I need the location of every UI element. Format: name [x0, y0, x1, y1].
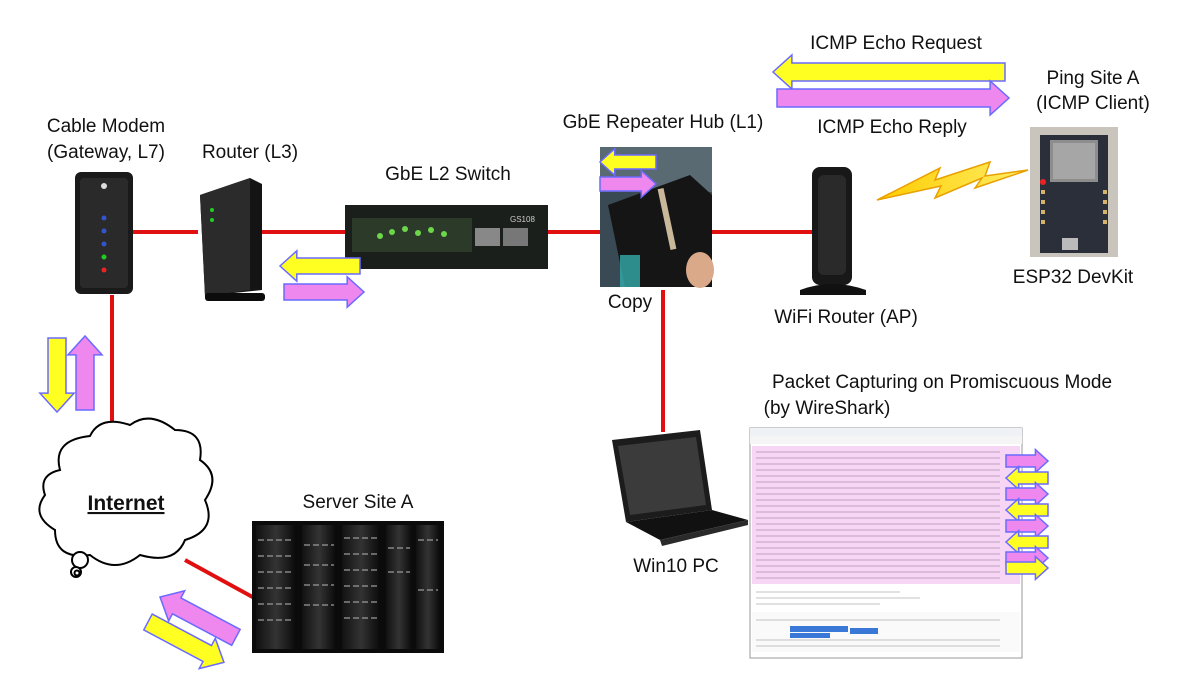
server-label: Server Site A [303, 492, 414, 513]
capture-label-line2: (by WireShark) [764, 398, 891, 419]
hub-label: GbE Repeater Hub (L1) [563, 112, 764, 133]
switch-label: GbE L2 Switch [385, 164, 511, 185]
modem-reply-arrow [66, 334, 104, 411]
link-internet-server [184, 558, 259, 602]
switch-photo: GS108 [345, 205, 548, 269]
echo-reply-label: ICMP Echo Reply [817, 117, 967, 138]
hub-reply-arrow [599, 169, 658, 199]
server-reply-arrow [159, 589, 242, 647]
server-rack-photo [252, 521, 444, 653]
switch-request-arrow [278, 249, 361, 283]
wireshark-window [749, 427, 1023, 659]
ping-site-label-line1: Ping Site A [1047, 68, 1140, 89]
switch-model-label: GS108 [510, 215, 535, 224]
wireshark-request-arrow [1005, 554, 1050, 582]
cloud-icon [38, 417, 214, 578]
cable-modem-icon [75, 172, 133, 294]
capture-label-line1: Packet Capturing on Promiscuous Mode [772, 372, 1112, 393]
copy-label: Copy [608, 292, 653, 313]
lightning-bolt-icon [876, 160, 1029, 201]
pc-label: Win10 PC [633, 556, 719, 577]
router-icon [200, 178, 265, 301]
hub-request-arrow [598, 147, 657, 177]
esp32-board-photo [1030, 127, 1118, 257]
labels: Cable Modem (Gateway, L7) Router (L3) Gb… [47, 33, 1150, 577]
echo-request-arrow [771, 53, 1006, 91]
switch-reply-arrow [283, 275, 366, 309]
esp32-label: ESP32 DevKit [1013, 267, 1134, 288]
network-links [110, 230, 812, 602]
wireshark-reply-arrow [1005, 447, 1050, 475]
router-label: Router (L3) [202, 142, 298, 163]
server-request-arrow [142, 613, 225, 670]
packet-arrows [38, 53, 1050, 670]
cable-modem-label-line1: Cable Modem [47, 116, 165, 137]
wifi-router-icon [800, 167, 866, 295]
laptop-icon [612, 430, 748, 546]
echo-request-label: ICMP Echo Request [810, 33, 983, 54]
echo-reply-arrow [776, 79, 1011, 117]
cable-modem-label-line2: (Gateway, L7) [47, 142, 165, 163]
wifi-router-label: WiFi Router (AP) [774, 307, 918, 328]
internet-label: Internet [87, 492, 164, 515]
modem-request-arrow [38, 337, 76, 414]
ping-site-label-line2: (ICMP Client) [1036, 93, 1150, 114]
